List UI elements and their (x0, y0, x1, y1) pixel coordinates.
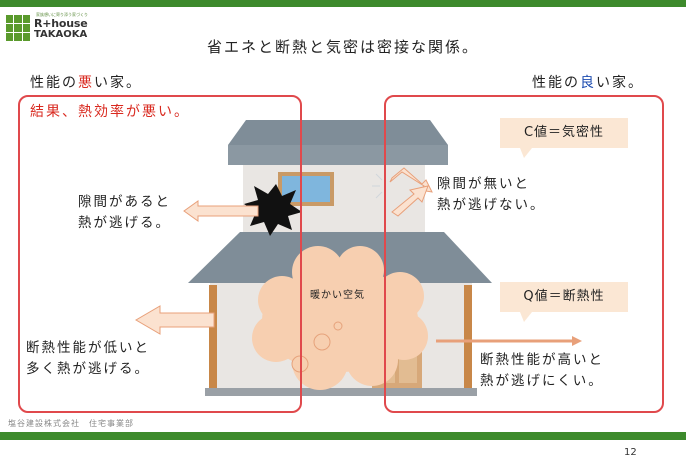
pillar-left (209, 285, 217, 390)
logo-brand-sub: TAKAOKA (34, 29, 88, 40)
logo-tagline: 家族想いに寄り添う家づくり (36, 12, 88, 17)
good-house-frame (384, 95, 664, 413)
slide-headline: 省エネと断熱と気密は密接な関係。 (206, 38, 479, 56)
c-value-callout: C値＝気密性 (500, 118, 628, 148)
foundation (205, 388, 477, 396)
top-brand-bar (0, 0, 686, 7)
result-statement: 結果、熱効率が悪い。 (30, 104, 190, 120)
gap-bad-text: 隙間があると熱が逃げる。 (78, 194, 171, 231)
upper-roof-eave (228, 145, 448, 165)
bad-house-frame (18, 95, 302, 413)
insulation-bad-text: 断熱性能が低いと多く熱が逃げる。 (26, 340, 150, 377)
warm-air-label: 暖かい空気 (310, 290, 365, 301)
heat-arrow-upper-left-icon (183, 200, 259, 222)
heat-arrow-lower-left-icon (135, 305, 215, 335)
company-logo: 家族想いに寄り添う家づくり R+house TAKAOKA (6, 12, 96, 42)
good-house-label: 性能の良い家。 (532, 75, 644, 91)
footer-company: 塩谷建設株式会社 住宅事業部 (8, 419, 134, 428)
upper-roof (228, 120, 448, 145)
logo-mark-icon (6, 15, 30, 41)
bad-house-label: 性能の悪い家。 (30, 75, 142, 91)
gap-good-text: 隙間が無いと熱が逃げない。 (437, 176, 546, 213)
logo-brand: R+house (34, 17, 88, 30)
heat-arrow-bounce-icon (389, 167, 433, 217)
pillar-right (464, 285, 472, 390)
callout-c-tail (520, 148, 532, 158)
insulation-good-text: 断熱性能が高いと熱が逃げにくい。 (480, 352, 604, 389)
callout-q-tail (520, 312, 532, 322)
sparkle-icon (372, 173, 383, 199)
air-leak-burst-icon (244, 184, 302, 236)
q-value-callout: Q値＝断熱性 (500, 282, 628, 312)
heat-arrow-thin-right-icon (436, 336, 582, 346)
bottom-brand-bar (0, 432, 686, 440)
page-number: 12 (624, 447, 637, 458)
